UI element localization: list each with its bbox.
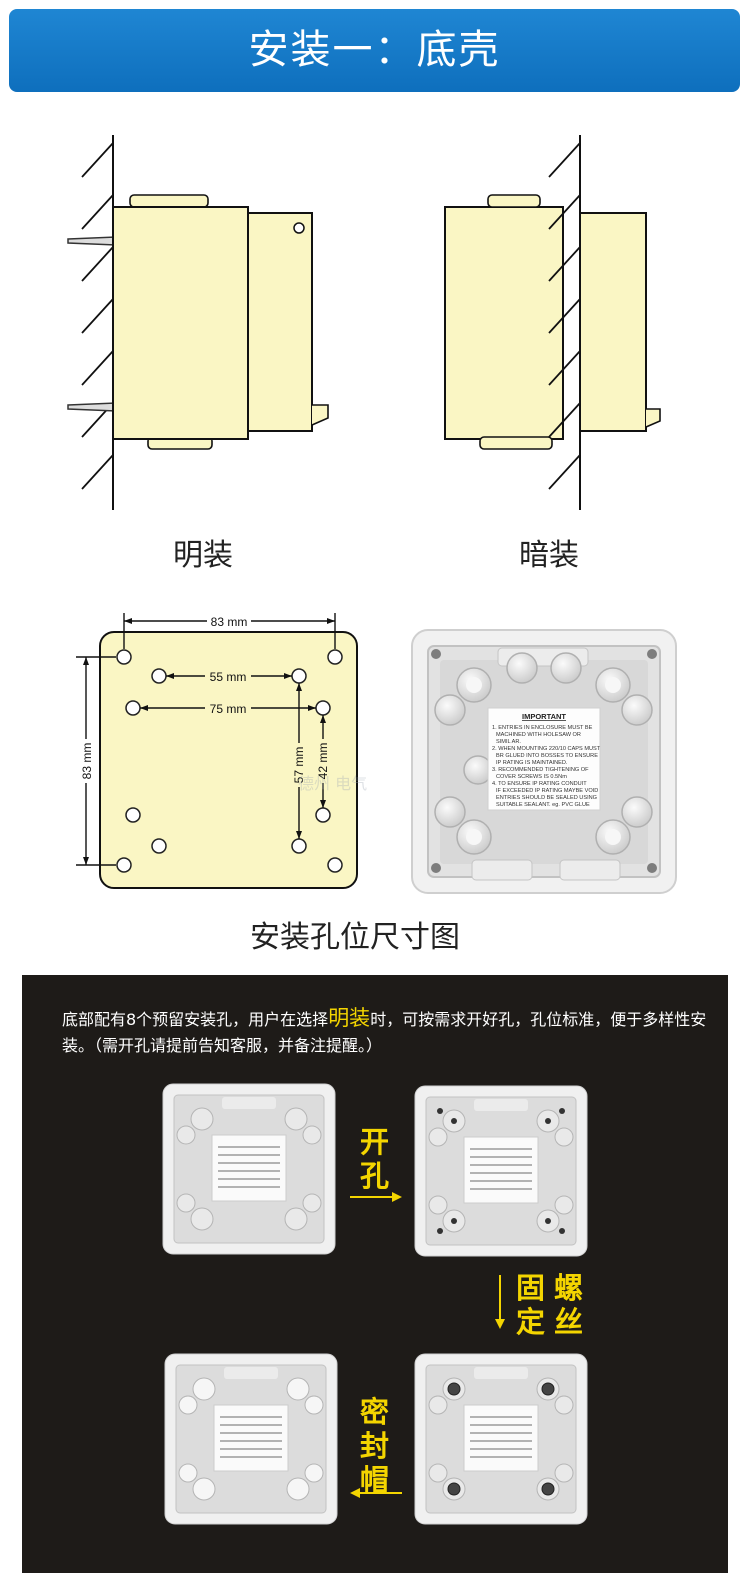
inner-width-75-label: 75 mm <box>210 702 247 716</box>
label-line: MACHINED WITH HOLESAW OR <box>496 732 581 738</box>
step-cap-label: 密封帽 <box>360 1395 390 1497</box>
arrow-left-icon <box>350 1488 402 1498</box>
step-photo-screwed <box>414 1353 588 1525</box>
height-dimension-label: 83 mm <box>80 743 94 780</box>
label-line: 4. TO ENSURE IP RATING CONDUIT <box>492 781 587 787</box>
label-line: SUITABLE SEALANT. eg. PVC GLUE <box>496 802 590 808</box>
flush-mount-diagram <box>444 135 661 510</box>
label-line: 1. ENTRIES IN ENCLOSURE MUST BE <box>492 725 593 731</box>
label-line: SIMIL AR. <box>496 739 521 745</box>
instruction-part-2: 时，可按需求开好孔，孔位标准，便于多样性安装。（需开孔请提前告知客服，并备注提醒… <box>62 1010 707 1055</box>
label-line: COVER SCREWS IS 0.5Nm <box>496 774 567 780</box>
step-screw-label-a: 固定 <box>516 1271 546 1339</box>
instruction-panel: 底部配有8个预留安装孔，用户在选择明装时，可按需求开好孔，孔位标准，便于多样性安… <box>22 975 728 1573</box>
arrow-down-icon <box>495 1275 505 1329</box>
step-drill-label: 开孔 <box>360 1125 390 1193</box>
instruction-part-1: 底部配有8个预留安装孔，用户在选择 <box>62 1010 329 1029</box>
width-dimension-label: 83 mm <box>211 615 248 629</box>
flush-mount-label: 暗装 <box>519 538 579 573</box>
label-line: 3. RECOMMENDED TIGHTENING OF <box>492 767 589 773</box>
watermark-text: 德州 电气 <box>298 774 368 793</box>
inner-width-55-label: 55 mm <box>210 670 247 684</box>
label-line: 2. WHEN MOUNTING 220/10 CAPS MUST <box>492 746 601 752</box>
enclosure-photo: IMPORTANT 1. ENTRIES IN ENCLOSURE MUST B… <box>411 629 677 894</box>
mounting-hole-drawing: 83 mm 83 mm 55 mm 75 mm 57 mm 42 mm <box>76 613 358 889</box>
label-line: IF EXCEEDED IP RATING MAYBE VOID <box>496 788 598 794</box>
vertical-42-label: 42 mm <box>316 743 330 780</box>
instruction-text: 底部配有8个预留安装孔，用户在选择明装时，可按需求开好孔，孔位标准，便于多样性安… <box>62 1005 712 1059</box>
step-photo-capped <box>164 1353 338 1525</box>
step-photo-drilled <box>414 1085 588 1257</box>
surface-mount-label: 明装 <box>173 538 233 573</box>
step-screw-label-b: 螺丝 <box>554 1271 584 1339</box>
title-banner: 安装一：底壳 <box>9 9 740 92</box>
step-photo-original <box>162 1083 336 1255</box>
label-line: BR GLUED INTO BOSSES TO ENSURE <box>496 753 598 759</box>
instruction-highlight: 明装 <box>328 1006 371 1030</box>
vertical-57-label: 57 mm <box>292 747 306 784</box>
label-line: IP RATING IS MAINTAINED. <box>496 760 568 766</box>
label-line: ENTRIES SHOULD BE SEALED USING <box>496 795 597 801</box>
surface-mount-diagram <box>67 135 329 510</box>
label-heading: IMPORTANT <box>522 712 566 721</box>
drawing-caption: 安装孔位尺寸图 <box>250 920 460 955</box>
arrow-right-icon <box>350 1192 402 1202</box>
